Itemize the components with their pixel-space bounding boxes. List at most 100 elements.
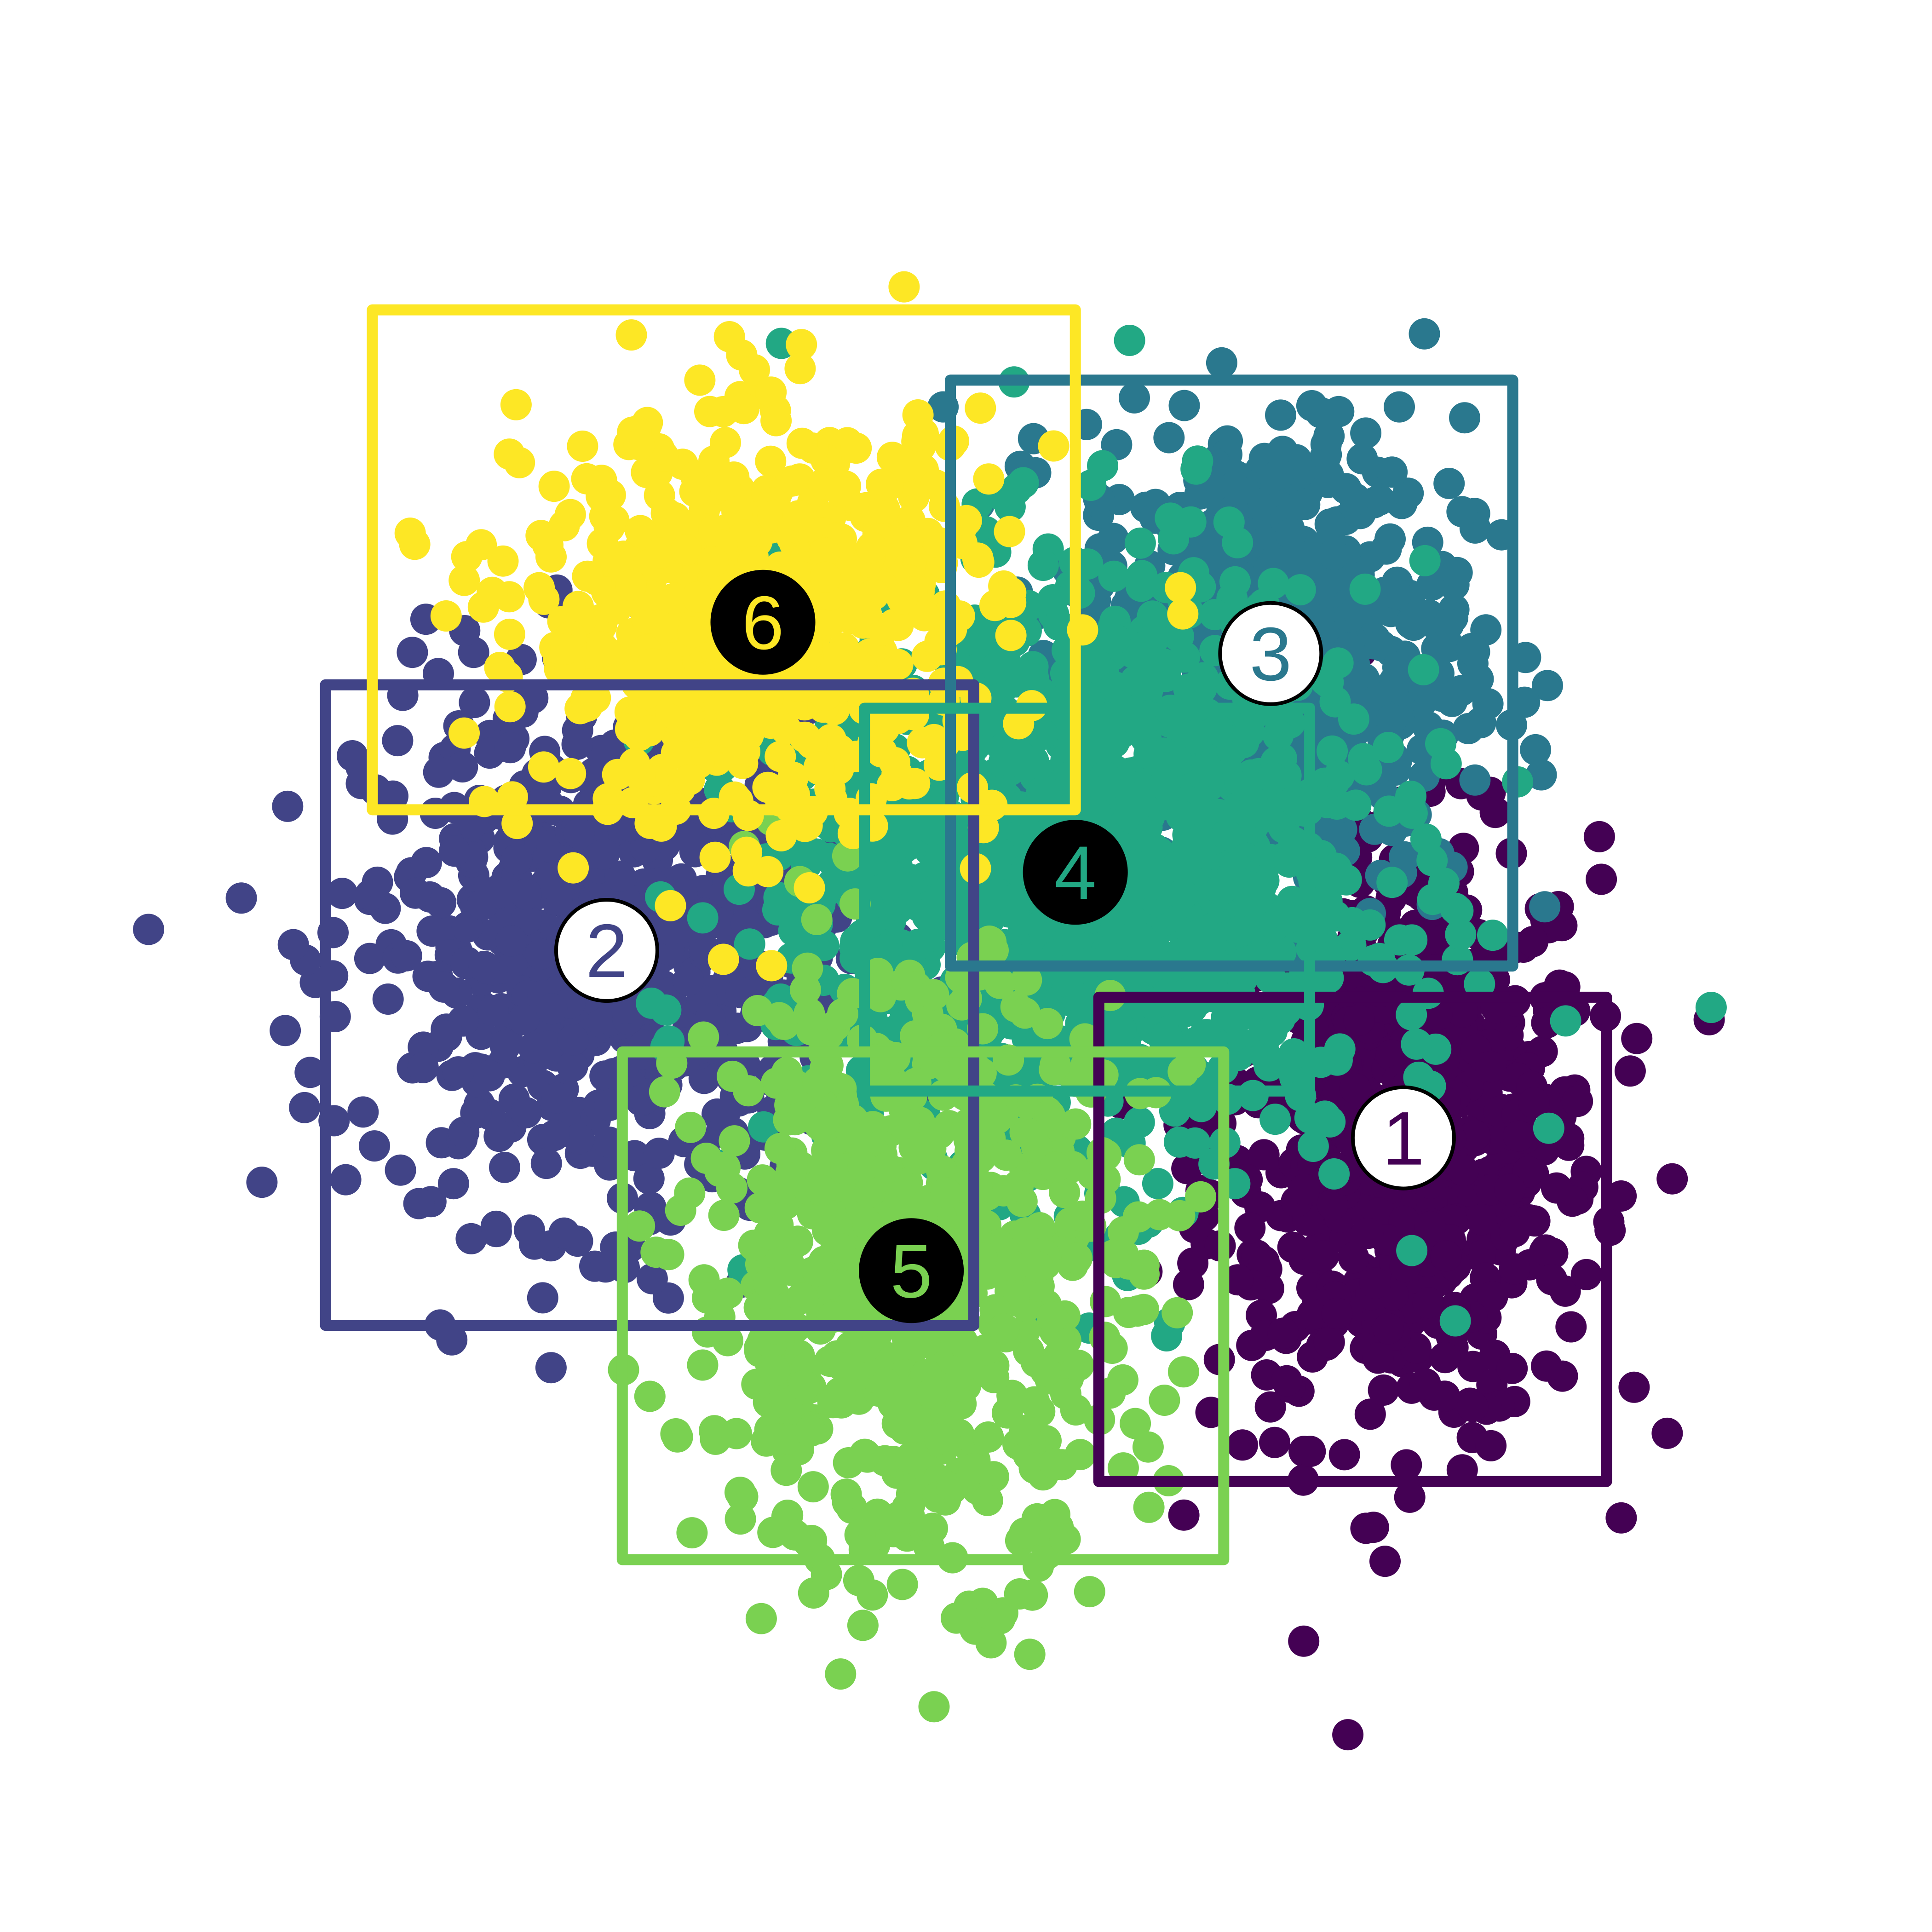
cluster-4-point — [1311, 886, 1343, 917]
cluster-5-point — [1050, 1378, 1081, 1410]
cluster-5-point — [1144, 1199, 1175, 1230]
cluster-1-point — [1234, 1212, 1266, 1244]
cluster-2-point — [372, 983, 404, 1015]
cluster-1-point — [1614, 1055, 1646, 1087]
cluster-1-point — [1340, 1073, 1371, 1104]
cluster-1-label-marker — [1351, 1085, 1456, 1190]
cluster-2-point — [525, 938, 557, 970]
cluster-1-point — [1321, 1298, 1353, 1329]
cluster-6-point — [633, 715, 665, 747]
cluster-6-point — [615, 319, 647, 351]
cluster-4-point — [1136, 869, 1167, 901]
cluster-1-point — [1447, 996, 1478, 1028]
cluster-2-point — [510, 879, 542, 910]
cluster-6-point — [682, 581, 713, 613]
cluster-2-point — [548, 1217, 580, 1249]
cluster-4-point — [1309, 1100, 1341, 1132]
cluster-4-point — [1120, 665, 1152, 696]
cluster-5-point — [915, 1133, 947, 1165]
cluster-4-point — [1349, 573, 1381, 605]
cluster-5-point — [719, 1125, 750, 1157]
cluster-5-point — [1049, 1524, 1081, 1555]
cluster-2-point — [708, 1098, 740, 1130]
cluster-1-point — [1499, 1253, 1530, 1285]
cluster-4-point — [1396, 1235, 1428, 1266]
cluster-6-point — [868, 493, 900, 525]
cluster-6-point — [756, 950, 788, 982]
cluster-6-point — [760, 405, 792, 437]
cluster-1-point — [1656, 1163, 1688, 1195]
cluster-6-point — [752, 771, 784, 803]
cluster-5-points — [608, 805, 1217, 1723]
cluster-1-point — [1294, 1436, 1326, 1467]
cluster-4-point — [1324, 1033, 1356, 1065]
cluster-5-point — [824, 1377, 856, 1409]
cluster-2-point — [330, 1164, 362, 1196]
cluster-5-point — [946, 1326, 978, 1357]
cluster-5-point — [836, 1121, 868, 1153]
cluster-4-point — [1124, 788, 1156, 819]
cluster-6-point — [645, 537, 677, 569]
cluster-4-bounding-box — [859, 702, 1316, 1097]
cluster-4-point — [1098, 560, 1130, 592]
cluster-4-point — [1247, 797, 1278, 829]
cluster-2-point — [326, 878, 358, 909]
cluster-5-point — [802, 1066, 834, 1098]
cluster-4-point — [1254, 1050, 1285, 1082]
cluster-6-point — [777, 761, 809, 793]
cluster-5-point — [761, 1423, 793, 1455]
cluster-3-point — [1382, 651, 1414, 683]
cluster-5-point — [891, 1323, 923, 1355]
cluster-5-point — [918, 979, 949, 1011]
cluster-4-point — [1148, 769, 1180, 800]
cluster-4-point — [1043, 610, 1075, 641]
cluster-5-point — [753, 1218, 785, 1250]
cluster-6-point — [786, 427, 818, 459]
cluster-3-label-marker — [1218, 601, 1323, 706]
cluster-5-point — [1167, 1056, 1199, 1087]
cluster-6-point — [813, 604, 844, 636]
cluster-6-point — [448, 717, 480, 749]
cluster-3-point — [1376, 456, 1408, 488]
cluster-1-point — [1430, 1240, 1462, 1272]
cluster-5-point — [829, 1352, 861, 1384]
cluster-1-point — [1317, 1189, 1348, 1220]
cluster-5-point — [809, 1105, 840, 1136]
cluster-5-point — [733, 1075, 764, 1107]
cluster-2-point — [527, 1282, 558, 1314]
cluster-2-label: 2 — [586, 908, 628, 993]
cluster-2-point — [277, 929, 309, 960]
cluster-1-point — [1586, 863, 1617, 895]
cluster-4-point — [1477, 920, 1508, 951]
cluster-2-point — [443, 1056, 474, 1088]
cluster-6-point — [673, 764, 705, 795]
cluster-5-point — [1061, 1242, 1093, 1274]
cluster-2-point — [468, 951, 500, 982]
cluster-2-point — [460, 1097, 492, 1129]
cluster-5-point — [1040, 1151, 1071, 1183]
cluster-6-point — [765, 820, 797, 851]
cluster-3-point — [1376, 703, 1408, 735]
cluster-3-point — [1318, 539, 1350, 570]
cluster-2-point — [508, 1004, 540, 1035]
cluster-2-point — [636, 1263, 668, 1294]
cluster-6-point — [698, 445, 730, 477]
cluster-4-point — [1053, 926, 1085, 957]
cluster-2-point — [359, 1130, 390, 1162]
cluster-4-point — [1396, 924, 1428, 956]
cluster-1-point — [1259, 1426, 1290, 1458]
cluster-3-point — [1275, 543, 1306, 575]
cluster-6-point — [558, 852, 589, 884]
cluster-2-point — [564, 817, 595, 849]
cluster-5-point — [742, 995, 773, 1026]
cluster-6-point — [994, 516, 1025, 547]
cluster-4-point — [1259, 1104, 1291, 1135]
cluster-6-point — [430, 600, 462, 632]
cluster-2-point — [473, 1060, 505, 1092]
cluster-6-point — [709, 469, 741, 501]
cluster-2-point — [400, 877, 431, 909]
cluster-5-point — [1002, 1170, 1034, 1202]
cluster-5-point — [1167, 1356, 1199, 1388]
cluster-4-point — [1199, 599, 1231, 631]
cluster-1-point — [1375, 1039, 1407, 1071]
